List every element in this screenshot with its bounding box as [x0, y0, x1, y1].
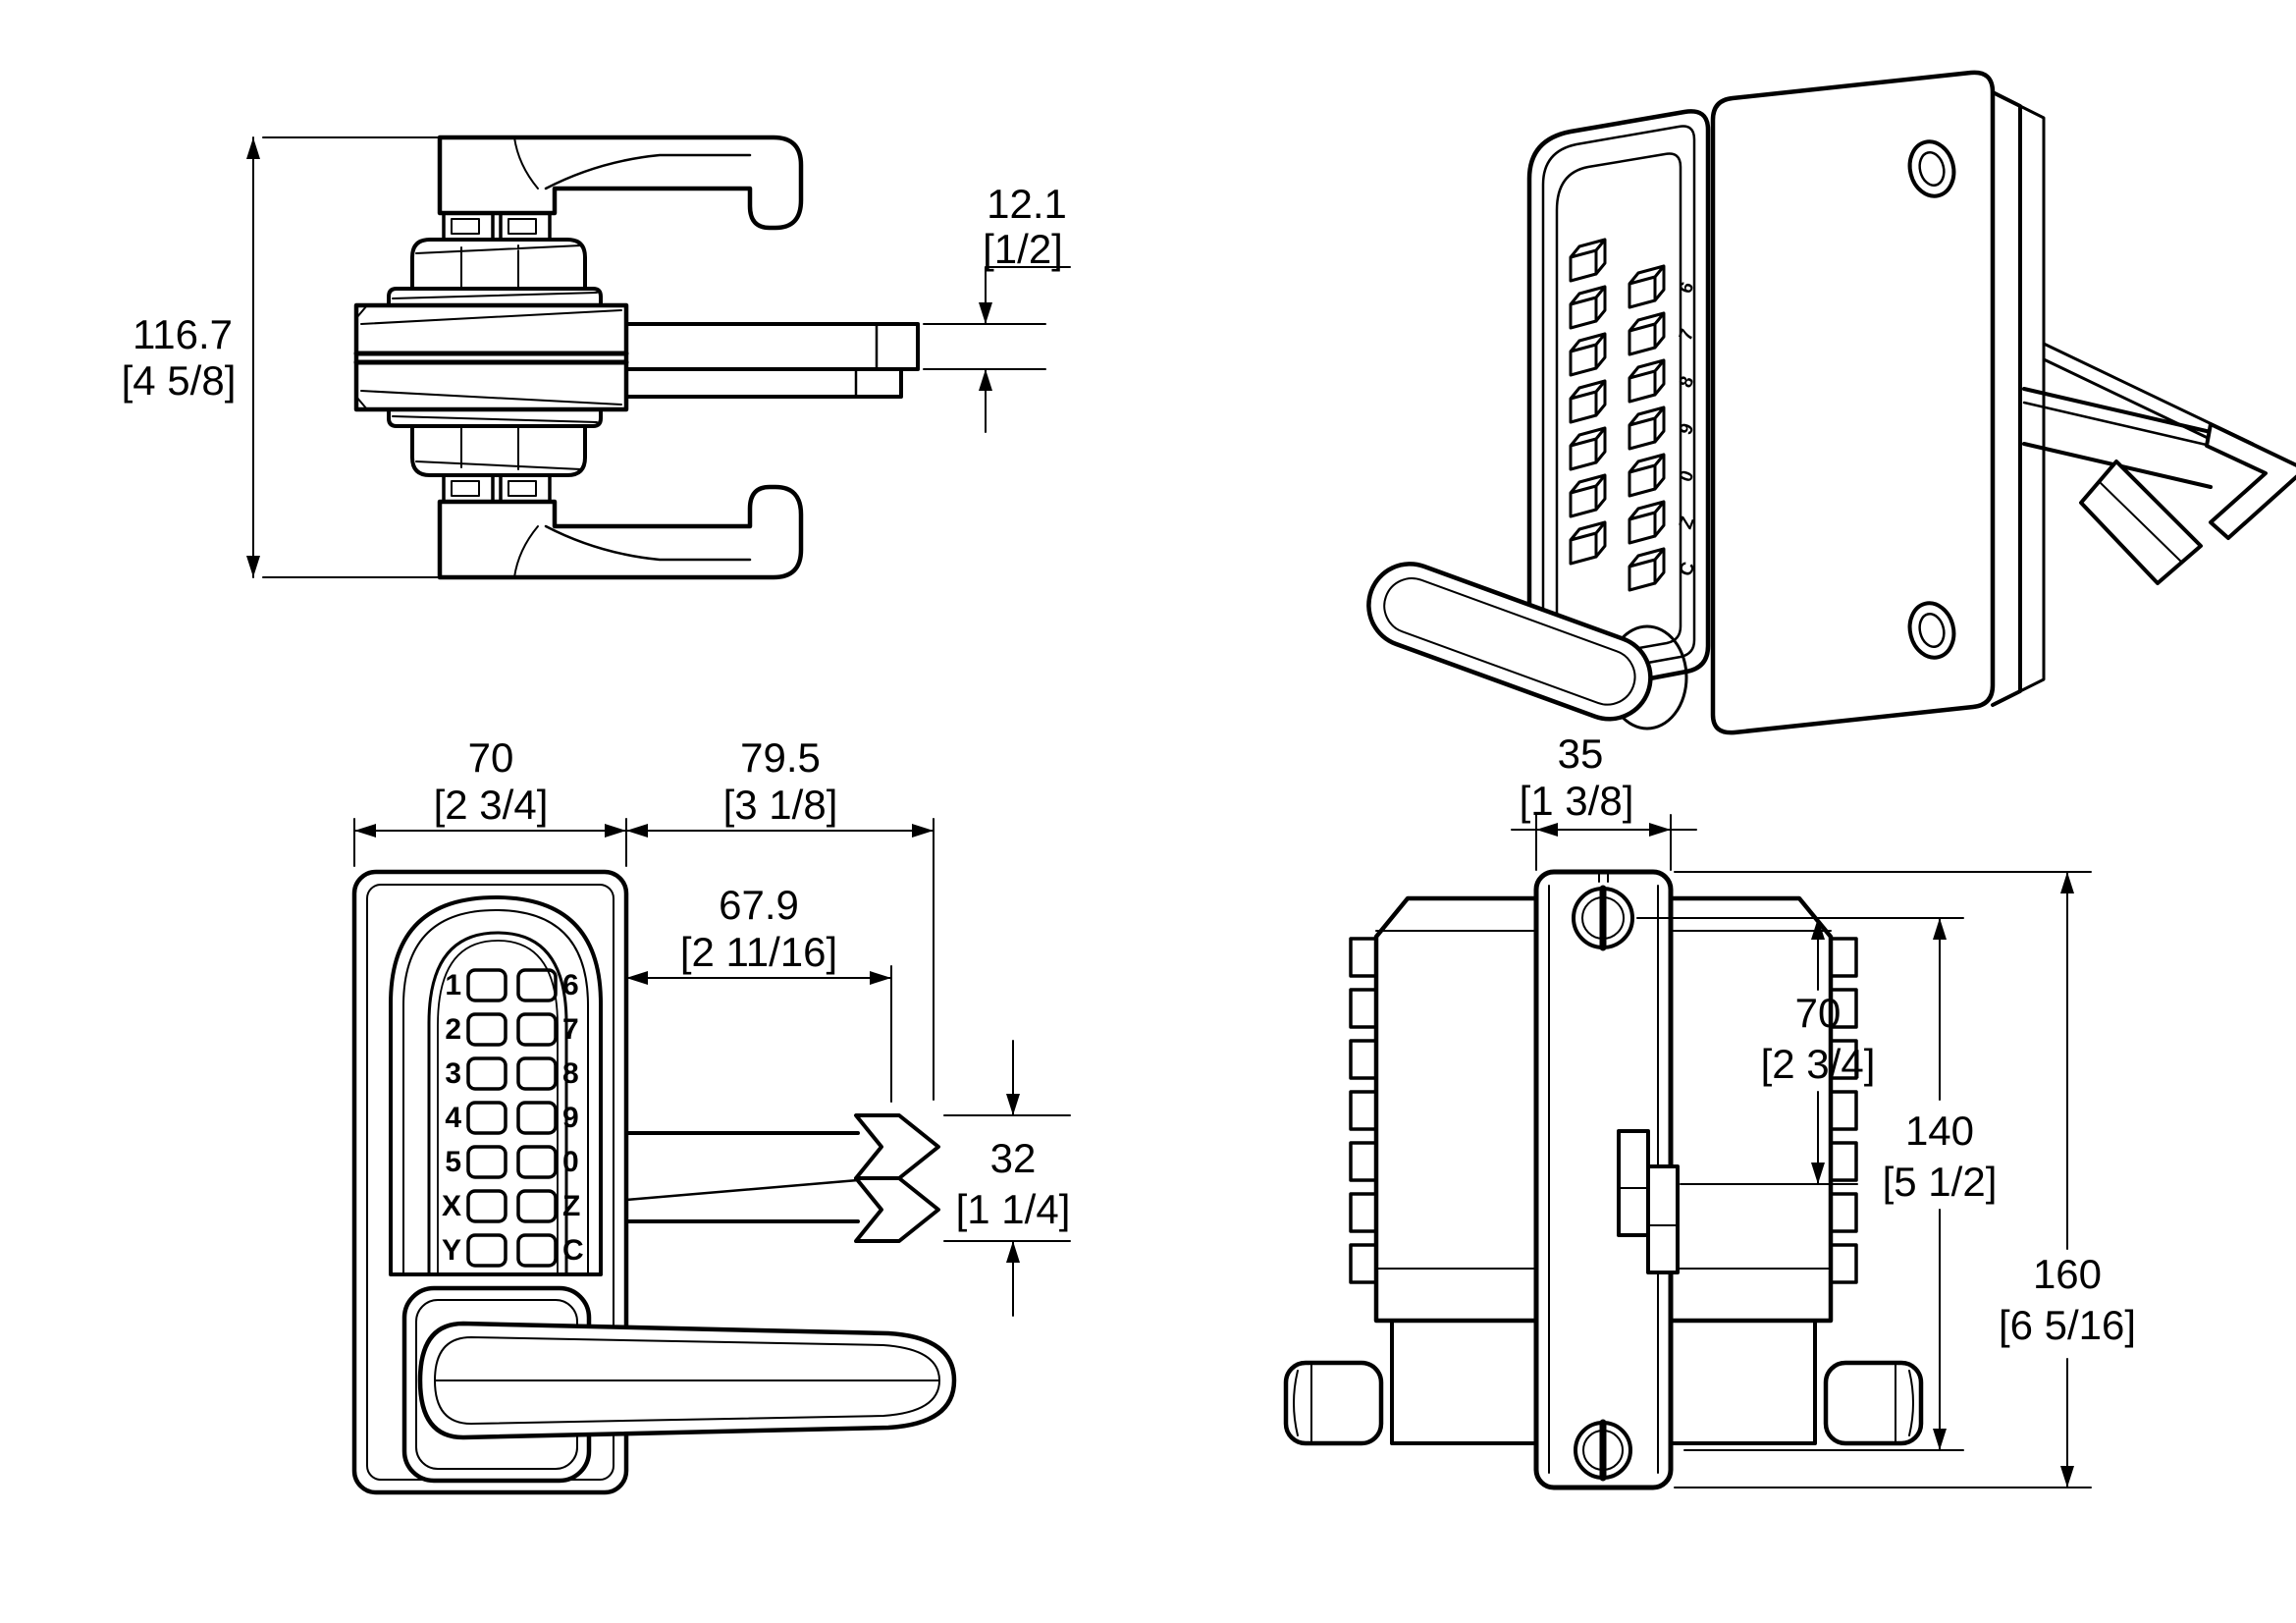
front-back-plate: [351, 869, 629, 1495]
key-label-left: 4: [445, 1102, 461, 1134]
dim-latch-height-in: [1 1/4]: [956, 1186, 1071, 1232]
dim-latch-throw: [625, 965, 892, 1103]
top-lever: [437, 135, 804, 231]
dim-screw-spacing-mm: 140: [1905, 1108, 1974, 1154]
iso-screw-hole-bottom: [1907, 601, 1956, 660]
key-label-left: 2: [445, 1013, 461, 1046]
dim-screw-spacing: [1933, 917, 1947, 1451]
dim-latch-height: [943, 1040, 1071, 1317]
dim-latch-throw-mm: 67.9: [719, 882, 799, 928]
key-label-left: 3: [445, 1057, 461, 1090]
handle-hub-bottom: [410, 424, 587, 477]
iso-keypad-buttons: [1569, 238, 1666, 592]
side-lever-left: [1283, 1360, 1384, 1446]
dim-screw-to-latch-mm: 70: [1795, 990, 1842, 1036]
front-bezel: [389, 895, 603, 1276]
top-view: [246, 135, 1071, 580]
dim-screw-spacing-in: [5 1/2]: [1883, 1159, 1998, 1205]
side-lever-right: [1823, 1360, 1924, 1446]
key-label-right: 9: [562, 1102, 579, 1134]
side-view: [1283, 814, 2092, 1490]
key-label-left: 5: [445, 1146, 461, 1178]
dim-latch-thickness-mm: 12.1: [987, 181, 1067, 227]
dim-height-mm: 116.7: [133, 311, 233, 357]
front-keypad-buttons: [466, 968, 558, 1268]
dim-channel-width-in: [1 3/8]: [1520, 778, 1634, 824]
iso-latch-hook: [2205, 422, 2296, 540]
key-label-left: X: [442, 1190, 461, 1222]
front-latch-chevron-upper: [854, 1113, 940, 1180]
dim-overall-height: [2060, 871, 2074, 1488]
isometric-view: [1366, 70, 2296, 735]
front-latch-chevron-lower: [854, 1176, 940, 1243]
bottom-lever: [437, 484, 804, 580]
side-slider: [1617, 1129, 1650, 1237]
dim-height-116: [246, 136, 443, 578]
key-label-right: 6: [562, 969, 579, 1001]
key-label-right: 8: [562, 1057, 579, 1090]
dim-latch-thickness-in: [1/2]: [983, 226, 1063, 272]
iso-back-plate: [1710, 70, 1996, 735]
key-label-right: 0: [562, 1146, 579, 1178]
dim-latch-reach-in: [3 1/8]: [723, 782, 838, 828]
dim-channel-width-mm: 35: [1558, 730, 1604, 777]
dim-latch-thickness: [923, 266, 1071, 433]
lock-body-top-view: [353, 302, 629, 412]
dim-overall-height-mm: 160: [2033, 1251, 2102, 1297]
dim-screw-to-latch-in: [2 3/4]: [1761, 1041, 1876, 1087]
key-label-right: 7: [562, 1013, 579, 1046]
dim-front-width-in: [2 3/4]: [434, 782, 549, 828]
key-label-left: 1: [445, 969, 461, 1001]
key-label-left: Y: [442, 1234, 461, 1267]
latch-bar-top-view: [624, 322, 920, 371]
handle-hub-top: [410, 238, 587, 291]
dim-latch-reach-mm: 79.5: [740, 734, 821, 781]
key-label-right: C: [562, 1234, 584, 1267]
dim-front-width: [353, 818, 627, 867]
dim-height-in: [4 5/8]: [122, 357, 237, 404]
dim-latch-height-mm: 32: [990, 1135, 1037, 1181]
dim-overall-height-in: [6 5/16]: [1999, 1302, 2136, 1348]
side-body-right: [1668, 895, 1834, 1324]
dim-front-width-mm: 70: [468, 734, 514, 781]
front-view: [351, 818, 1071, 1495]
iso-screw-hole-top: [1907, 139, 1956, 198]
dim-latch-throw-in: [2 11/16]: [680, 929, 837, 975]
side-body-left: [1373, 895, 1539, 1324]
iso-lever: [1366, 562, 1653, 722]
dim-latch-reach: [625, 818, 934, 1101]
dim-channel-width: [1511, 814, 1697, 871]
dim-screw-to-latch: [1811, 917, 1825, 1185]
key-label-right: Z: [562, 1190, 580, 1222]
